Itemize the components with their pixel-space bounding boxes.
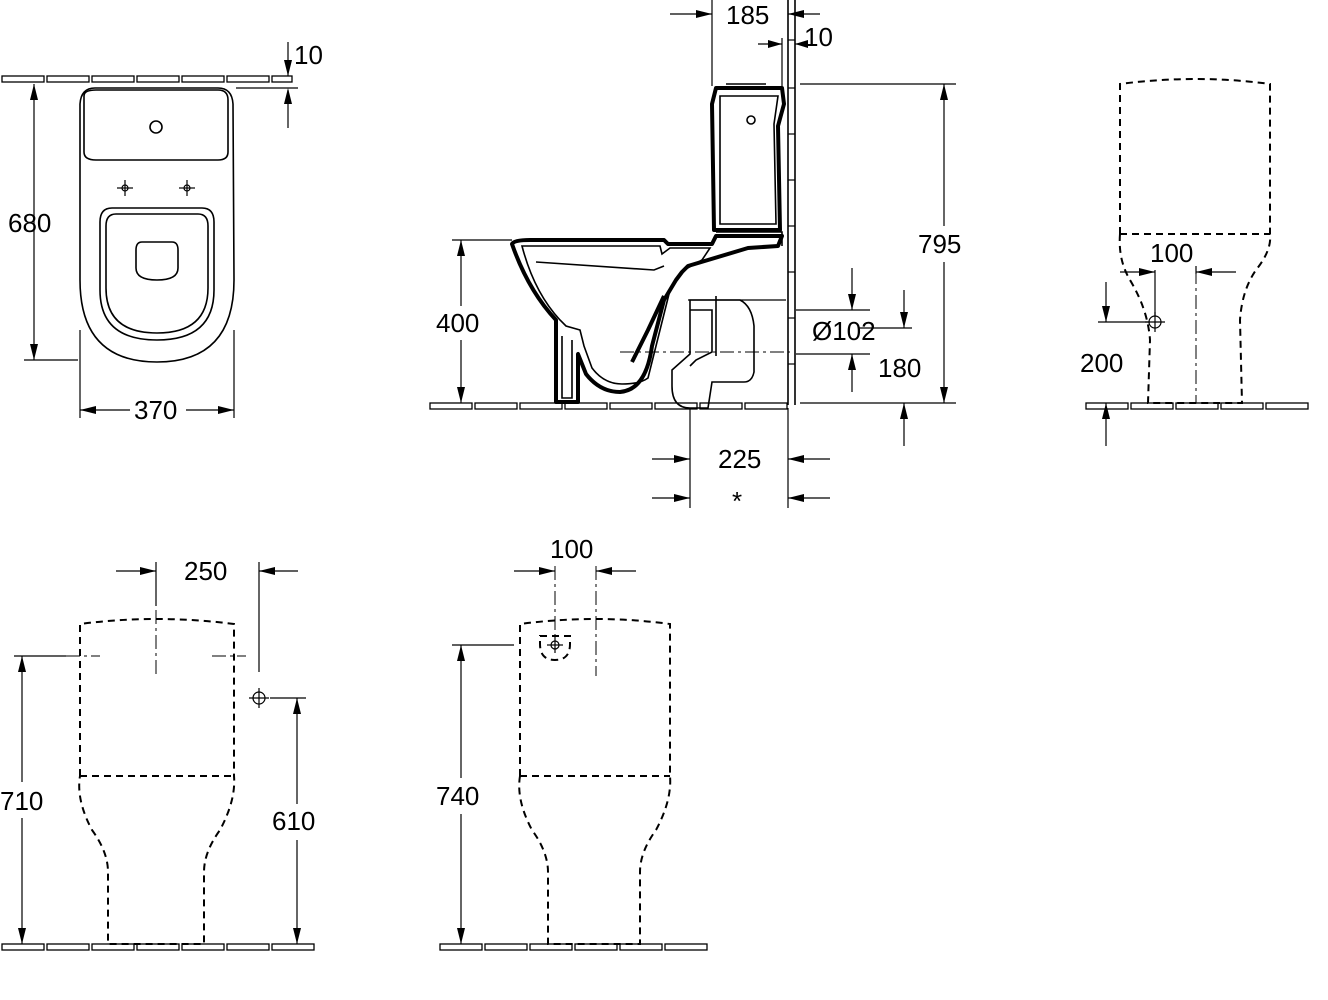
dim-rear-offset-label: 100 [550, 534, 593, 564]
dim-outlet-height-label: 180 [878, 353, 921, 383]
cistern-section [710, 86, 786, 232]
front-view-outline [1118, 78, 1272, 404]
top-view: 680 370 10 [1, 40, 323, 425]
outlet-connector [671, 299, 755, 409]
rear-view-right: 100 740 [436, 534, 708, 951]
fixing-point-icon [117, 180, 133, 196]
flush-button-icon [746, 115, 756, 125]
inlet-point-icon [547, 637, 563, 653]
cistern-lid-outline [83, 89, 229, 161]
dim-rear-right-height-label: 740 [436, 781, 479, 811]
dim-cistern-depth-label: 185 [726, 0, 769, 30]
dim-side-wall-gap-label: 10 [804, 22, 833, 52]
floor-line-rear-right [439, 943, 708, 951]
front-view: 100 200 [1080, 78, 1309, 446]
dim-width-label: 370 [134, 395, 177, 425]
seat-inner-outline [105, 213, 209, 334]
dim-rear-inlet-height-label: 610 [272, 806, 315, 836]
dim-wall-gap-label: 10 [294, 40, 323, 70]
rear-view-left: 250 710 610 [0, 556, 315, 951]
bowl-section [510, 234, 784, 404]
floor-line-front-view [1085, 402, 1309, 410]
dim-front-inlet-height-label: 200 [1080, 348, 1123, 378]
dim-rear-height-label: 710 [0, 786, 43, 816]
dim-depth-label: 680 [8, 208, 51, 238]
floor-line-side-view [429, 402, 788, 410]
seat-outline [99, 207, 215, 341]
rear-left-outline [78, 618, 236, 945]
wall-line-top-view [1, 75, 293, 83]
inlet-valve-outline [539, 635, 571, 662]
top-view-outline [79, 87, 235, 363]
wall-side-view [787, 0, 796, 405]
dim-total-height-label: 795 [918, 229, 961, 259]
fixing-point-icon [179, 180, 195, 196]
dim-asterisk-label: * [732, 486, 742, 516]
rear-right-outline [518, 618, 672, 945]
bowl-opening-outline [135, 241, 179, 281]
dim-outlet-distance-label: 225 [718, 444, 761, 474]
inlet-point-icon [249, 688, 269, 708]
dim-outlet-diameter-label: Ø102 [812, 316, 876, 346]
dim-rear-spacing-label: 250 [184, 556, 227, 586]
dim-front-inlet-offset-label: 100 [1150, 238, 1193, 268]
side-section-view: 185 10 795 400 Ø102 [429, 0, 961, 516]
dim-seat-height-label: 400 [436, 308, 479, 338]
flush-button-icon [149, 120, 163, 134]
